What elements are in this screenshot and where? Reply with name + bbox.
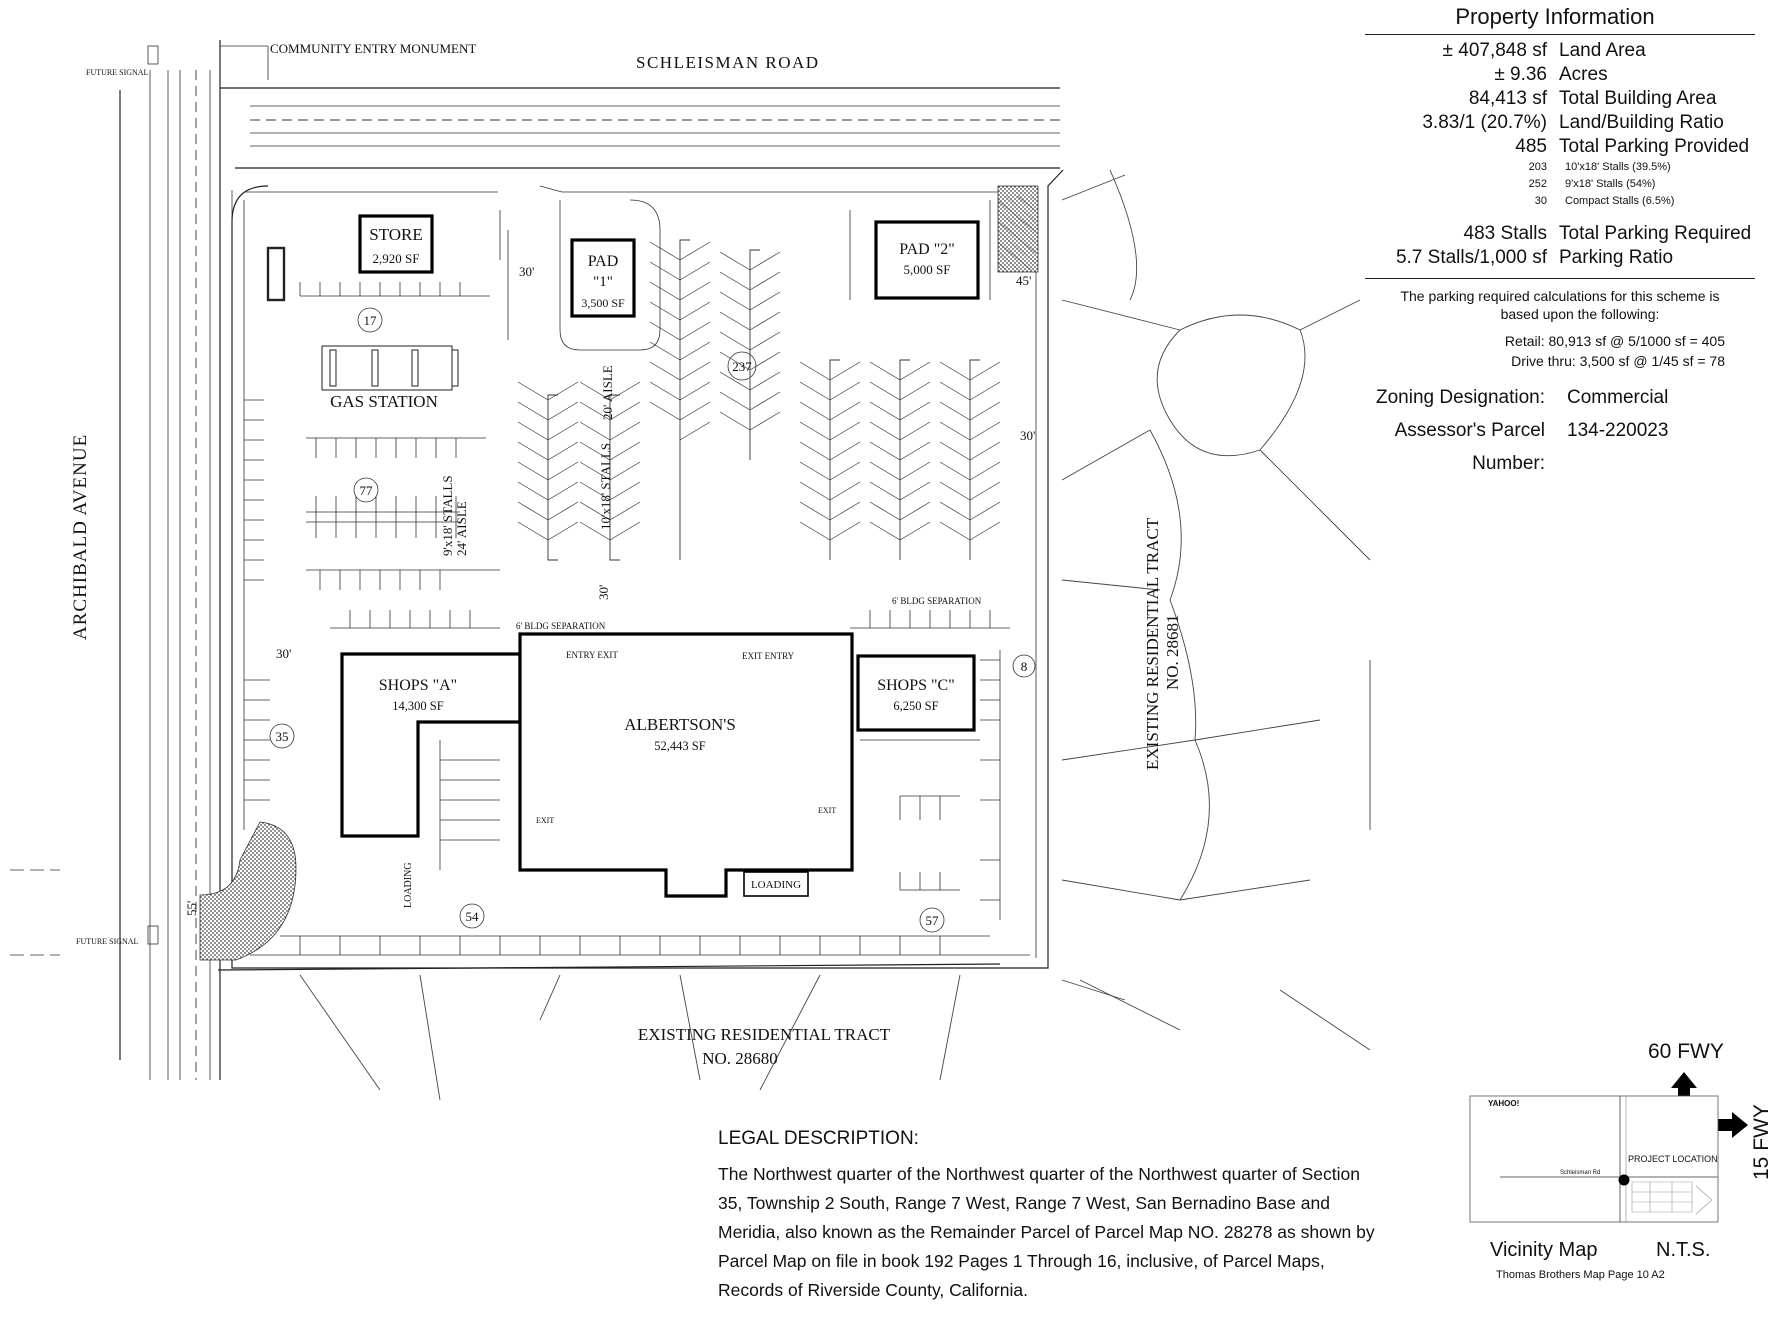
vicinity-map-frame: YAHOO! PROJECT LOCATION Schleisman Rd bbox=[1469, 1095, 1719, 1223]
svg-text:6' BLDG SEPARATION: 6' BLDG SEPARATION bbox=[892, 596, 982, 606]
albertsons-name: ALBERTSON'S bbox=[624, 715, 736, 734]
store-area: 2,920 SF bbox=[373, 251, 420, 266]
pad-2-building: PAD "2" 5,000 SF bbox=[874, 220, 980, 300]
future-signal-bottom-label: FUTURE SIGNAL bbox=[76, 937, 139, 946]
parking-stalls bbox=[244, 199, 1010, 955]
archibald-avenue-label: ARCHIBALD AVENUE bbox=[70, 434, 91, 640]
svg-text:6' BLDG SEPARATION: 6' BLDG SEPARATION bbox=[516, 621, 606, 631]
store-building: STORE 2,920 SF bbox=[358, 214, 434, 274]
svg-text:30': 30' bbox=[276, 646, 291, 661]
svg-text:30': 30' bbox=[596, 585, 611, 600]
shops-a-area: 14,300 SF bbox=[392, 699, 443, 713]
pad-1-name: PAD bbox=[588, 253, 619, 270]
svg-text:57: 57 bbox=[926, 913, 940, 928]
store-name: STORE bbox=[369, 225, 423, 244]
property-information-title: Property Information bbox=[1455, 4, 1655, 29]
schleisman-road bbox=[220, 45, 1060, 169]
thomas-brothers-label: Thomas Brothers Map Page 10 A2 bbox=[1496, 1269, 1665, 1281]
east-tract-line2: NO. 28681 bbox=[1163, 614, 1182, 690]
svg-text:77: 77 bbox=[360, 483, 374, 498]
pad-2-name: PAD "2" bbox=[899, 241, 955, 258]
yahoo-logo: YAHOO! bbox=[1488, 1099, 1519, 1108]
pad-1-sub: "1" bbox=[593, 274, 613, 290]
pad-1-area: 3,500 SF bbox=[581, 296, 625, 310]
pad-1-building: PAD "1" 3,500 SF bbox=[570, 238, 636, 318]
zoning-row: Zoning Designation:Commercial bbox=[1376, 387, 1669, 408]
svg-text:35: 35 bbox=[276, 729, 289, 744]
svg-text:ENTRY EXIT: ENTRY EXIT bbox=[566, 650, 618, 660]
east-tract-line1: EXISTING RESIDENTIAL TRACT bbox=[1143, 517, 1162, 770]
south-tract-line1: EXISTING RESIDENTIAL TRACT bbox=[638, 1025, 891, 1044]
svg-text:24' AISLE: 24' AISLE bbox=[454, 501, 469, 556]
info-row: 3.83/1 (20.7%)Land/Building Ratio bbox=[1422, 112, 1724, 133]
svg-text:20' AISLE: 20' AISLE bbox=[600, 365, 615, 420]
albertsons-area: 52,443 SF bbox=[654, 739, 705, 753]
svg-text:45': 45' bbox=[1016, 273, 1031, 288]
parking-note-line2: based upon the following: bbox=[1500, 306, 1660, 322]
stall-count-markers: 17 237 77 35 54 57 8 bbox=[269, 307, 1036, 933]
pad-2-area: 5,000 SF bbox=[904, 262, 951, 277]
project-location-marker bbox=[1618, 1174, 1630, 1186]
svg-text:55': 55' bbox=[184, 901, 199, 916]
vicinity-map-title: Vicinity Map bbox=[1490, 1239, 1597, 1261]
project-location-label: PROJECT LOCATION bbox=[1628, 1154, 1718, 1164]
albertsons-loading: LOADING bbox=[751, 879, 801, 891]
svg-text:8: 8 bbox=[1021, 659, 1028, 674]
info-rule-mid bbox=[1365, 278, 1755, 279]
svg-text:9'x18' STALLS: 9'x18' STALLS bbox=[440, 475, 455, 556]
north-arrow-icon bbox=[1671, 1072, 1697, 1100]
shops-a-name: SHOPS "A" bbox=[379, 677, 457, 694]
apn-row: Assessor's Parcel Number:134-220023 bbox=[1394, 420, 1669, 474]
east-arrow-icon bbox=[1718, 1112, 1750, 1138]
fwy-15-label: 15 FWY bbox=[1750, 1104, 1773, 1180]
future-signal-top-label: FUTURE SIGNAL bbox=[86, 68, 149, 77]
svg-text:EXIT ENTRY: EXIT ENTRY bbox=[742, 651, 795, 661]
vicinity-map: 60 FWY 15 FWY YAHOO! PROJECT LOCATION Sc… bbox=[1469, 1040, 1773, 1281]
gas-pump-islands bbox=[266, 246, 459, 391]
svg-text:30': 30' bbox=[1020, 428, 1035, 443]
shops-c-building: SHOPS "C" 6,250 SF bbox=[856, 654, 976, 732]
svg-text:EXIT: EXIT bbox=[818, 806, 836, 815]
svg-text:EXIT: EXIT bbox=[536, 816, 554, 825]
calc-drive-thru: Drive thru: 3,500 sf @ 1/45 sf = 78 bbox=[1511, 353, 1725, 369]
calc-retail: Retail: 80,913 sf @ 5/1000 sf = 405 bbox=[1504, 333, 1725, 349]
vicinity-street-label: Schleisman Rd bbox=[1560, 1170, 1600, 1176]
albertsons-building: ALBERTSON'S 52,443 SF LOADING bbox=[518, 632, 854, 898]
fwy-60-label: 60 FWY bbox=[1648, 1040, 1724, 1063]
archibald-avenue bbox=[10, 40, 233, 1080]
south-tract-line2: NO. 28680 bbox=[702, 1049, 778, 1068]
svg-text:54: 54 bbox=[466, 909, 480, 924]
planter-sw bbox=[199, 821, 297, 961]
shops-c-name: SHOPS "C" bbox=[877, 677, 955, 694]
info-rule-top bbox=[1365, 34, 1755, 35]
community-entry-monument-label: COMMUNITY ENTRY MONUMENT bbox=[270, 41, 476, 56]
legal-heading: LEGAL DESCRIPTION: bbox=[718, 1128, 919, 1149]
svg-text:17: 17 bbox=[364, 313, 378, 328]
parking-note-line1: The parking required calculations for th… bbox=[1400, 288, 1720, 304]
svg-text:237: 237 bbox=[732, 359, 752, 374]
site-annotations: 6' BLDG SEPARATION 6' BLDG SEPARATION EN… bbox=[184, 264, 1035, 916]
shops-a-loading: LOADING bbox=[403, 862, 414, 908]
legal-text: The Northwest quarter of the Northwest q… bbox=[718, 1164, 1375, 1300]
shops-a-building: SHOPS "A" 14,300 SF bbox=[340, 652, 522, 838]
svg-text:10'x18' STALLS: 10'x18' STALLS bbox=[598, 443, 613, 530]
legal-description: LEGAL DESCRIPTION: The Northwest quarter… bbox=[718, 1128, 1378, 1305]
nts-label: N.T.S. bbox=[1656, 1239, 1710, 1261]
svg-text:30': 30' bbox=[519, 264, 534, 279]
gas-station-label: GAS STATION bbox=[330, 392, 438, 411]
schleisman-road-label: SCHLEISMAN ROAD bbox=[636, 53, 820, 72]
residential-lot-lines bbox=[299, 169, 1371, 1101]
shops-c-area: 6,250 SF bbox=[893, 699, 938, 713]
